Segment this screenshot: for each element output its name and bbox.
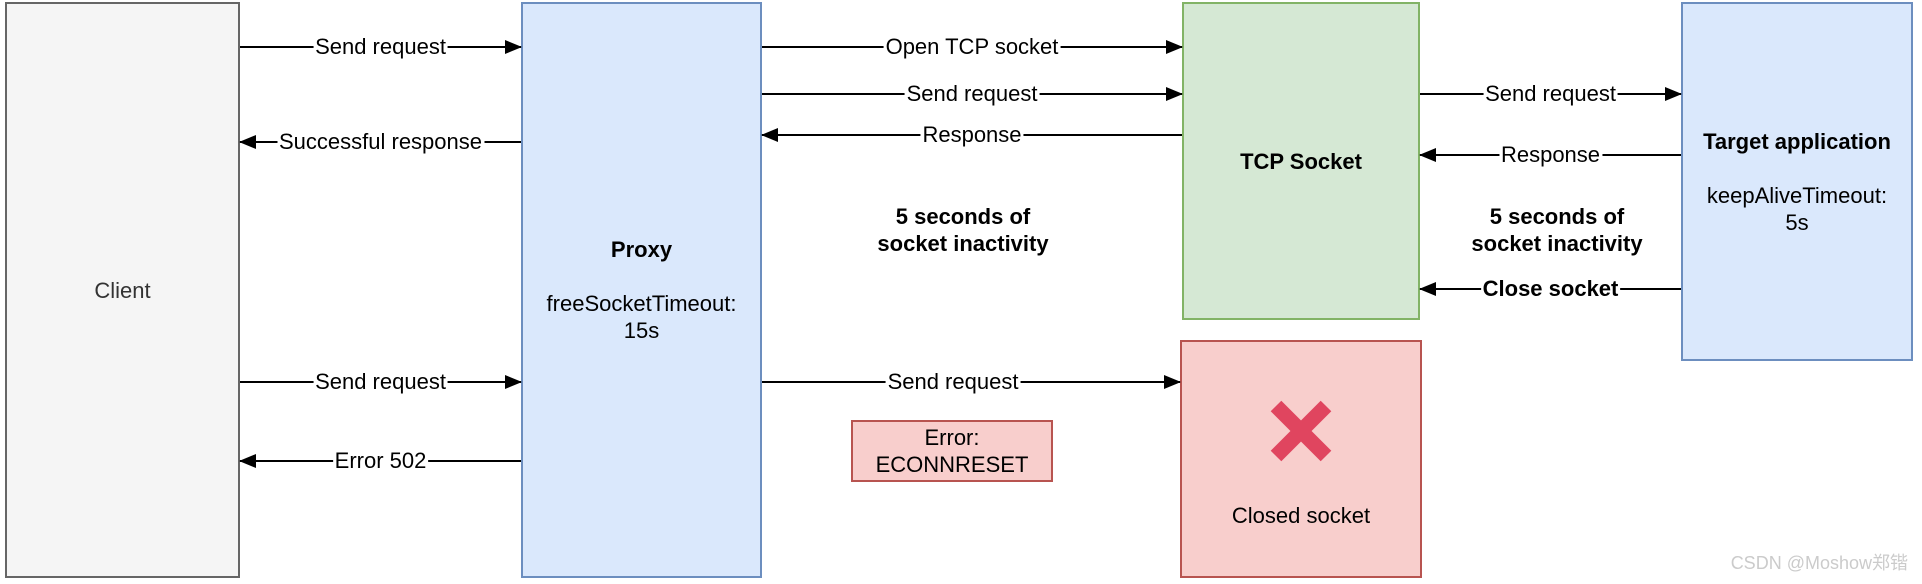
annotation-line: 5 seconds of (1489, 204, 1625, 229)
arrow-error-502: Error 502 (239, 448, 521, 474)
node-error-box: Error:ECONNRESET (851, 420, 1053, 482)
arrow-label: Send request (313, 34, 448, 60)
arrow-response-target-socket: Response (1419, 142, 1681, 168)
annotation-line: 5 seconds of (895, 204, 1031, 229)
node-label: Closed socket (1231, 503, 1371, 528)
node-label: keepAliveTimeout: (1706, 182, 1888, 208)
node-tcp-socket: TCP Socket (1182, 2, 1420, 320)
arrow-close-socket: Close socket (1419, 276, 1681, 302)
arrow-send-request-socket-target: Send request (1420, 81, 1682, 107)
arrow-label: Response (1498, 142, 1603, 168)
node-label: Client (94, 277, 151, 303)
node-target-application: Target application keepAliveTimeout:5s (1681, 2, 1913, 361)
arrow-label: Close socket (1480, 276, 1621, 302)
arrow-label: Error 502 (332, 448, 429, 474)
arrow-successful-response: Successful response (239, 129, 521, 155)
annotation-line: socket inactivity (877, 231, 1049, 256)
arrowhead-icon (1164, 375, 1181, 389)
arrow-label: Send request (904, 81, 1040, 107)
arrow-send-request-proxy-closed: Send request (762, 369, 1181, 395)
arrowhead-icon (1419, 282, 1436, 296)
arrow-label: Open TCP socket (883, 34, 1061, 60)
node-title: Proxy (610, 237, 673, 262)
arrowhead-icon (505, 375, 522, 389)
arrow-send-request-proxy-socket: Send request (762, 81, 1183, 107)
node-label: Error: (924, 425, 980, 450)
arrowhead-icon (505, 40, 522, 54)
x-icon (1270, 400, 1332, 462)
arrow-send-request-client-proxy: Send request (240, 34, 522, 60)
arrowhead-icon (239, 135, 256, 149)
arrowhead-icon (239, 454, 256, 468)
arrowhead-icon (1166, 87, 1183, 101)
arrow-label: Send request (313, 369, 448, 395)
arrow-label: Send request (885, 369, 1021, 395)
arrow-send-request-client-proxy-2: Send request (240, 369, 522, 395)
watermark: CSDN @Moshow郑锴 (1730, 553, 1908, 573)
node-label: 15s (623, 318, 660, 343)
arrow-response-socket-proxy: Response (761, 122, 1182, 148)
node-title: TCP Socket (1240, 148, 1362, 174)
node-proxy: Proxy freeSocketTimeout:15s (521, 2, 762, 578)
arrowhead-icon (1166, 40, 1183, 54)
arrow-label: Send request (1483, 81, 1618, 107)
annotation-line: socket inactivity (1471, 231, 1643, 256)
arrow-label: Successful response (277, 129, 484, 155)
arrow-open-tcp-socket: Open TCP socket (762, 34, 1183, 60)
node-client: Client (5, 2, 240, 578)
node-label: 5s (1785, 209, 1809, 235)
node-closed-socket: Closed socket (1180, 340, 1422, 578)
arrowhead-icon (761, 128, 778, 142)
arrowhead-icon (1419, 148, 1436, 162)
node-label: ECONNRESET (875, 452, 1029, 477)
arrow-label: Response (920, 122, 1024, 148)
node-label: freeSocketTimeout: (546, 291, 737, 316)
arrowhead-icon (1665, 87, 1682, 101)
node-title: Target application (1703, 128, 1891, 154)
